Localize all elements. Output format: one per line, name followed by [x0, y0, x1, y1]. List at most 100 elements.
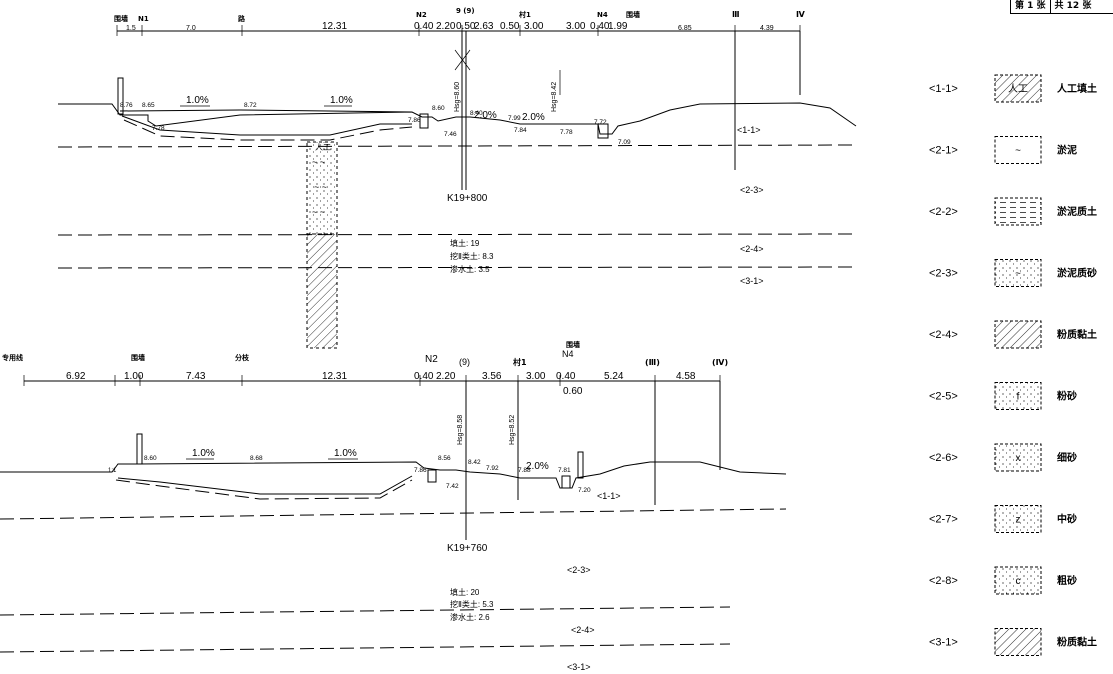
svg-text:~ ~: ~ ~	[314, 182, 327, 192]
legend-swatch	[994, 259, 1042, 287]
bottom-section: 专用线 围墙 分枝 N2 (9) 村1 围墙 N4 (Ⅲ) (Ⅳ) 6.92 1…	[0, 340, 787, 672]
bottom-elev: 8.68	[250, 455, 263, 462]
legend-code: <2-2>	[929, 206, 958, 218]
top-dim: 1.99	[608, 21, 628, 32]
top-elev: 7.78	[152, 125, 165, 132]
bottom-elev: 7.42	[446, 483, 459, 490]
top-point-label: 路	[238, 14, 246, 23]
top-elev: 7.72	[594, 119, 607, 126]
legend-item: <3-1>粉质黏土	[929, 628, 1097, 656]
top-elev: 7.09	[618, 139, 631, 146]
legend-swatch	[994, 628, 1042, 656]
legend-code: <2-7>	[929, 514, 958, 526]
legend-code: <2-5>	[929, 391, 958, 403]
top-elev: 2.0%	[522, 112, 545, 123]
top-elev: 7.78	[560, 129, 573, 136]
sheet-label: 第 1 张	[1015, 1, 1046, 11]
legend-symbol: z	[1016, 515, 1021, 526]
top-hatch-label: 人工	[315, 143, 331, 152]
legend-swatch	[994, 505, 1042, 533]
bottom-slope: 2.0%	[526, 461, 549, 472]
legend-item: <2-4> 粉质黏土	[929, 320, 1097, 349]
bottom-label: 村1	[513, 357, 527, 367]
legend-name: 细砂	[1057, 451, 1077, 464]
bottom-dim: 12.31	[322, 371, 347, 382]
top-fill: 填土: 19	[450, 238, 480, 248]
top-ground-line	[58, 102, 857, 135]
bottom-layer: <1-1>	[597, 491, 621, 501]
legend-symbol: c	[1016, 576, 1021, 587]
top-point-label: N4	[597, 11, 608, 19]
top-dim: 12.31	[322, 21, 347, 32]
bottom-label: (Ⅲ)	[645, 358, 660, 367]
legend-code: <2-4>	[929, 329, 958, 341]
legend-name: 淤泥	[1057, 144, 1077, 157]
bottom-dim: 3.00	[526, 371, 546, 382]
top-point-label: 村1	[519, 10, 531, 19]
sheet-number-box: 第 1 张 共 12 张	[1010, 0, 1113, 14]
bottom-dim: 4.58	[676, 371, 696, 382]
top-hsg1: Hsg=8.60	[454, 82, 461, 112]
legend-item: <2-1>~淤泥	[929, 136, 1077, 164]
top-dim: 7.0	[186, 25, 196, 32]
bottom-layer: <2-3>	[567, 565, 591, 575]
bottom-label: (Ⅳ)	[712, 358, 728, 367]
bottom-label: 围墙	[566, 340, 580, 349]
legend-swatch	[994, 320, 1042, 349]
top-elev: 7.84	[514, 127, 527, 134]
top-hsg2: Hsg=8.42	[551, 82, 558, 112]
legend-symbol: ~	[1015, 146, 1021, 157]
top-dim: 0.50	[500, 21, 520, 32]
bottom-layer: <2-4>	[571, 625, 595, 635]
top-cut: 挖Ⅱ类土: 8.3	[450, 251, 494, 261]
top-dim: 3.00	[524, 21, 544, 32]
top-elev: 7.99	[508, 115, 521, 122]
legend-swatch	[994, 197, 1042, 226]
legend-name: 淤泥质砂	[1057, 267, 1097, 280]
legend-swatch	[994, 382, 1042, 410]
bottom-slope: 1.0%	[192, 448, 215, 459]
bottom-layer: <3-1>	[567, 662, 591, 672]
bottom-dim: 6.92	[66, 371, 86, 382]
legend-name: 粉质黏土	[1057, 636, 1097, 649]
bottom-hsg1: Hsg=8.58	[457, 415, 464, 445]
bottom-slope: 1.0%	[334, 448, 357, 459]
legend-code: <1-1>	[929, 83, 958, 95]
top-layer: <1-1>	[737, 125, 761, 135]
legend: <1-1>人工人工填土<2-1>~淤泥<2-2>淤泥质土<2-3>~淤泥质砂<2…	[929, 74, 1097, 656]
top-layer-boundary	[57, 144, 857, 148]
top-layer: <2-4>	[740, 244, 764, 254]
top-elev: 7.86	[408, 117, 421, 124]
legend-name: 粉砂	[1057, 390, 1077, 403]
bottom-elev: 7.20	[578, 487, 591, 494]
bottom-dim: 0.40	[414, 371, 434, 382]
bottom-elev: 7.92	[486, 465, 499, 472]
top-layer: <2-3>	[740, 185, 764, 195]
bottom-hsg2: Hsg=8.52	[509, 415, 516, 445]
sheet-total: 共 12 张	[1049, 0, 1096, 13]
top-dim: 0.40	[590, 21, 610, 32]
bottom-dim: 0.40	[556, 371, 576, 382]
top-dim: 0.50	[456, 21, 476, 32]
legend-name: 人工填土	[1057, 82, 1097, 95]
legend-symbol: f	[1017, 392, 1020, 403]
svg-text:~ ~: ~ ~	[312, 207, 325, 217]
top-dim: 4.39	[760, 25, 774, 32]
legend-name: 粗砂	[1057, 574, 1077, 587]
legend-code: <2-3>	[929, 268, 958, 280]
top-dim: 6.85	[678, 25, 692, 32]
svg-text:~ ~: ~ ~	[312, 157, 325, 167]
legend-symbol: 人工	[1008, 83, 1028, 95]
top-point-label: Ⅳ	[796, 10, 805, 19]
top-elev: 8.40	[470, 110, 483, 117]
bottom-cut: 挖Ⅱ类土: 5.3	[450, 599, 494, 609]
bottom-ground-line	[0, 461, 787, 489]
legend-item: <2-5> f 粉砂	[929, 382, 1077, 410]
legend-item: <1-1> 人工 人工填土	[929, 74, 1097, 103]
top-section: 围墙 N1 路 N2 9 (9) 村1 N4 围墙 Ⅲ Ⅳ 1.5 7.0 12…	[57, 7, 857, 349]
legend-name: 粉质黏土	[1057, 328, 1097, 341]
bottom-elev: 8.56	[438, 455, 451, 462]
top-layer: <3-1>	[740, 276, 764, 286]
top-point-label: N2	[416, 11, 427, 19]
top-dim: 3.00	[566, 21, 586, 32]
